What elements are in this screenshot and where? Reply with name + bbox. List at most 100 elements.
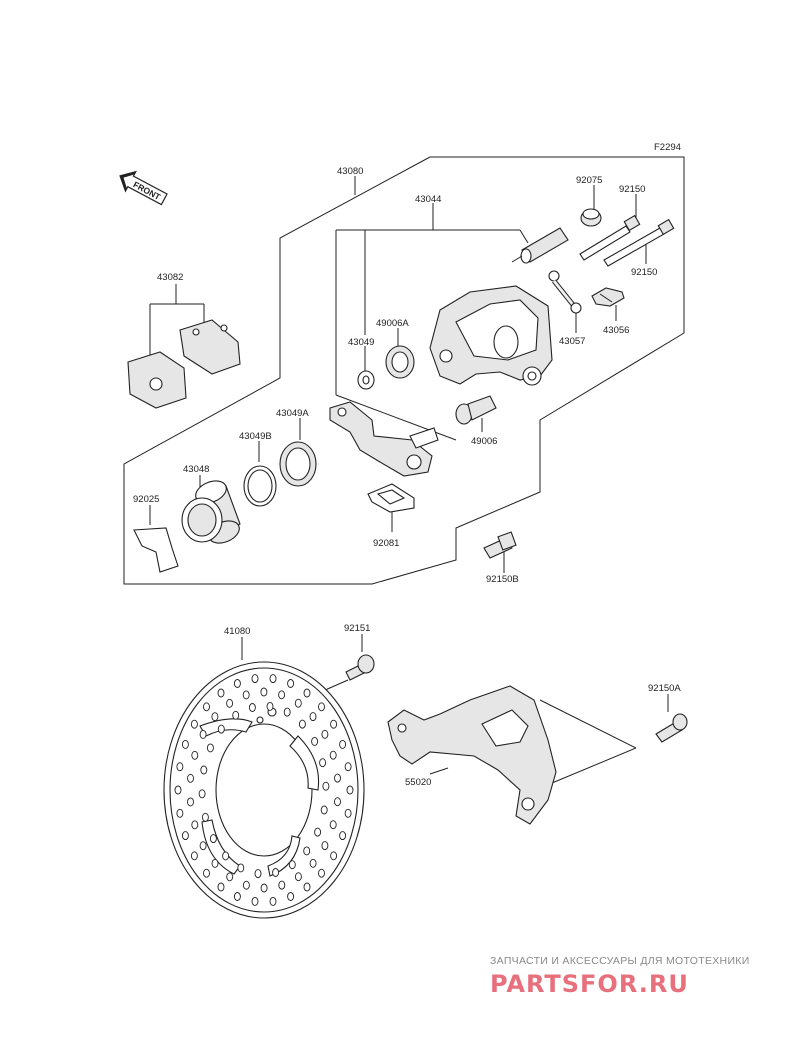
disc-hole	[320, 805, 328, 815]
disc-hole	[242, 690, 250, 700]
disc-hole	[339, 831, 347, 841]
disc-hole	[294, 698, 302, 708]
part-label-55020[interactable]: 55020	[405, 777, 431, 788]
disc-hole	[346, 785, 354, 795]
piston-43048[interactable]	[181, 477, 243, 548]
part-label-43049A[interactable]: 43049A	[276, 408, 309, 419]
disc-hole	[278, 880, 286, 890]
bleeder-link-43057[interactable]	[548, 270, 582, 314]
disc-hole	[283, 707, 291, 717]
washer-43049[interactable]	[357, 370, 375, 390]
disc-hole	[278, 690, 286, 700]
part-label-92081[interactable]: 92081	[373, 538, 399, 549]
bleeder-valve-43056[interactable]	[591, 287, 625, 307]
part-label-92150A[interactable]: 92150A	[648, 683, 681, 694]
boot-92075[interactable]	[580, 208, 602, 227]
disc-hole	[211, 858, 219, 868]
part-label-41080[interactable]: 41080	[224, 626, 250, 637]
bracket-55020[interactable]	[387, 685, 557, 825]
disc-hole	[233, 892, 241, 901]
assembly-frame-43080	[123, 156, 685, 585]
disc-hole	[344, 762, 352, 772]
slide-pin[interactable]	[511, 227, 569, 264]
disc-hole	[287, 892, 295, 901]
bolt-92151[interactable]	[345, 654, 375, 681]
disc-hole	[226, 698, 234, 708]
disc-hole	[269, 674, 277, 684]
part-label-92025[interactable]: 92025	[133, 494, 159, 505]
disc-hole	[311, 736, 319, 746]
disc-hole	[303, 688, 311, 698]
part-label-43080[interactable]: 43080	[337, 166, 363, 177]
disc-hole	[217, 724, 225, 734]
part-label-43082[interactable]: 43082	[157, 272, 183, 283]
part-label-43044[interactable]: 43044	[415, 194, 441, 205]
disc-hole	[233, 679, 241, 688]
part-label-92150-lower[interactable]: 92150	[631, 267, 657, 278]
part-label-43049[interactable]: 43049	[348, 337, 374, 348]
watermark-brand: PARTSFOR.RU	[490, 970, 689, 998]
seal-43049B[interactable]	[243, 465, 277, 507]
disc-hole	[334, 797, 341, 807]
disc-hole	[318, 702, 325, 712]
disc-hole	[206, 743, 214, 753]
disc-hole	[260, 687, 268, 697]
disc-hole	[294, 872, 302, 882]
disc-hole	[260, 883, 268, 893]
bolt-92150B[interactable]	[483, 531, 517, 559]
disc-hole	[303, 882, 311, 892]
part-label-43056[interactable]: 43056	[603, 325, 629, 336]
disc-hole	[199, 729, 207, 739]
bolt-92150A[interactable]	[655, 713, 688, 743]
disc-hole	[269, 896, 277, 906]
disc-hole	[176, 762, 184, 772]
disc-hole	[319, 758, 327, 768]
disc-hole	[287, 679, 295, 688]
disc-hole	[272, 868, 280, 877]
disc-hole	[226, 872, 234, 882]
disc-hole	[222, 851, 230, 861]
diagram-code: F2294	[654, 142, 681, 153]
part-label-49006[interactable]: 49006	[471, 436, 497, 447]
disc-hole	[176, 808, 184, 818]
disc-hole	[339, 739, 347, 749]
bolt-49006[interactable]	[455, 395, 497, 425]
disc-hole	[232, 710, 240, 720]
disc-hole	[329, 750, 337, 760]
disc-hole	[321, 841, 329, 851]
brake-disc-41080[interactable]	[163, 661, 365, 919]
part-label-92150B[interactable]: 92150B	[486, 574, 519, 585]
part-label-43057[interactable]: 43057	[559, 336, 585, 347]
part-label-92150-upper[interactable]: 92150	[619, 184, 645, 195]
shim-92025[interactable]	[133, 527, 179, 573]
part-label-43049B[interactable]: 43049B	[239, 431, 272, 442]
disc-hole	[203, 868, 210, 878]
disc-hole	[251, 896, 259, 906]
front-arrow-icon: FRONT	[119, 170, 168, 206]
caliper-body-43044[interactable]	[429, 285, 553, 386]
pin-92150[interactable]	[579, 214, 675, 267]
disc-hole	[211, 712, 219, 722]
part-label-92075[interactable]: 92075	[576, 175, 602, 186]
brake-pad-43082[interactable]	[127, 319, 241, 409]
seal-49006A[interactable]	[385, 345, 415, 379]
disc-hole	[191, 750, 199, 760]
disc-hole	[203, 702, 210, 712]
disc-hole	[330, 851, 338, 861]
disc-hole	[190, 719, 198, 729]
pad-spring-92081[interactable]	[367, 483, 415, 513]
caliper-bracket[interactable]	[329, 401, 439, 477]
disc-hole	[314, 827, 322, 837]
watermark-tagline: ЗАПЧАСТИ И АКСЕССУАРЫ ДЛЯ МОТОТЕХНИКИ	[490, 955, 750, 967]
part-label-92151[interactable]: 92151	[344, 623, 370, 634]
disc-hole	[237, 863, 245, 873]
seal-43049A[interactable]	[279, 441, 317, 487]
disc-hole	[209, 834, 217, 844]
disc-hole	[181, 831, 189, 841]
part-label-49006A[interactable]: 49006A	[376, 318, 409, 329]
disc-hole	[303, 846, 311, 856]
disc-hole	[242, 880, 250, 890]
disc-hole	[344, 808, 352, 818]
disc-hole	[288, 860, 296, 870]
part-label-43048[interactable]: 43048	[183, 464, 209, 475]
